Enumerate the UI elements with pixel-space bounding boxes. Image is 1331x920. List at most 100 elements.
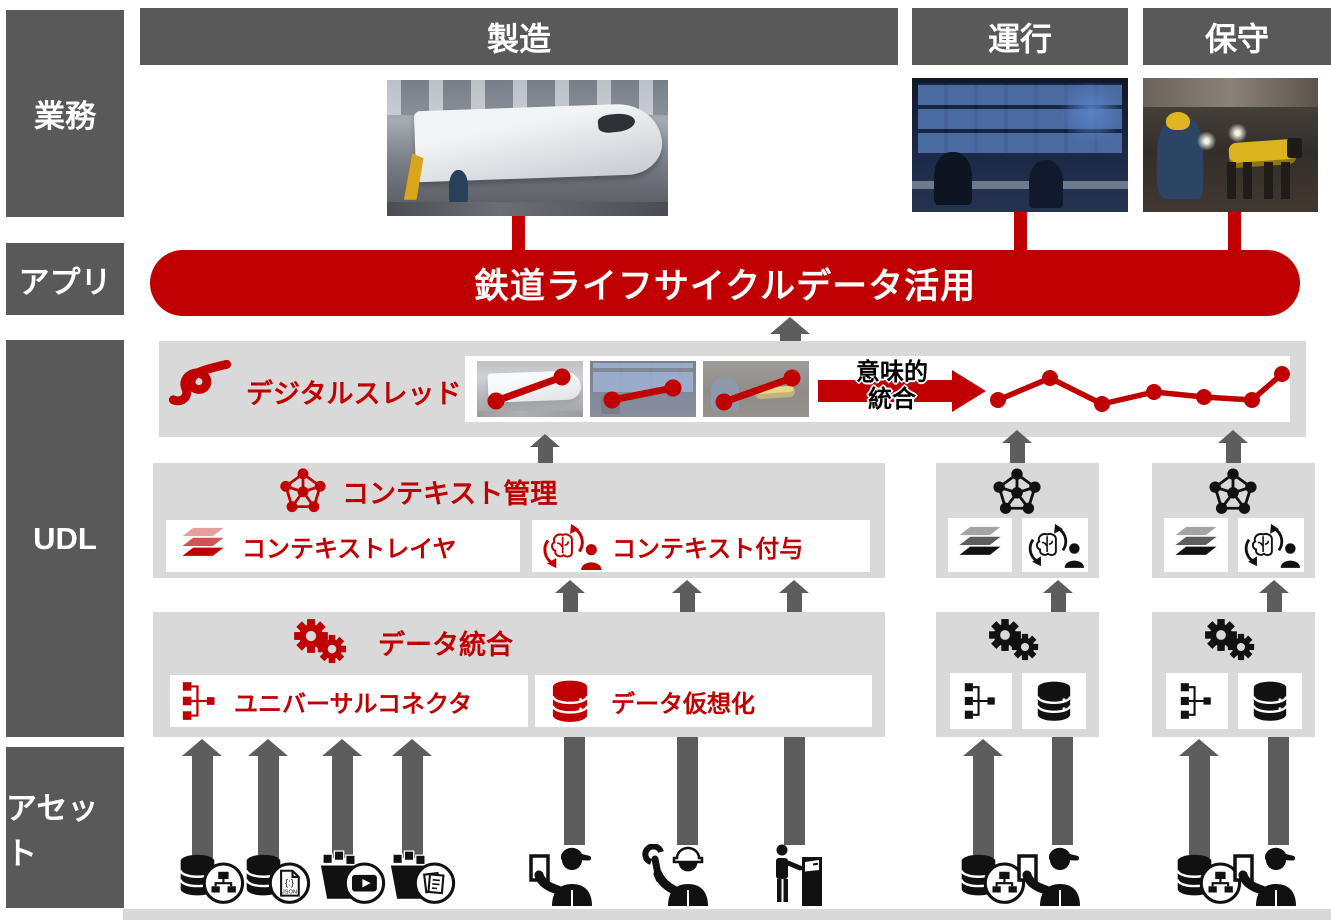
document-datalake-asset-icon — [380, 850, 464, 906]
thread-thumb-manufacturing — [477, 361, 583, 417]
up-bar-person — [1052, 737, 1073, 845]
yellow-helmet — [1165, 111, 1191, 131]
header-operation: 運行 — [912, 8, 1128, 65]
context-management-title: コンテキスト管理 — [278, 466, 557, 516]
operator-desk — [912, 181, 1128, 190]
maintenance-context-assign-box — [1238, 518, 1304, 572]
context-layers-icon — [1173, 525, 1219, 565]
up-arrow-asset — [1179, 739, 1219, 858]
operator-silhouette — [1028, 159, 1064, 208]
thread-link-overlay — [715, 369, 801, 411]
operation-context-layer-box — [948, 518, 1012, 572]
robot-leg — [1242, 162, 1252, 199]
up-arrow-maintenance-integration-to-context — [1259, 580, 1289, 612]
row-label-asset: アセット — [6, 747, 124, 908]
worker-with-tablet-icon — [1005, 844, 1101, 906]
robot-leg — [1263, 162, 1273, 199]
data-virtualization-label: データ仮想化 — [611, 690, 755, 718]
robot-light — [1227, 123, 1248, 143]
worker-with-wrench-icon — [633, 844, 729, 906]
up-arrow-operation-to-thread — [1002, 430, 1032, 463]
control-room-photo — [912, 78, 1128, 212]
context-layer-box: コンテキストレイヤ — [166, 520, 520, 572]
gears-icon — [988, 618, 1048, 668]
digital-thread-label: デジタルスレッド — [246, 379, 462, 409]
connector-stem-maintenance — [1228, 212, 1241, 252]
factory-floor — [387, 202, 668, 216]
context-network-graph-icon — [278, 466, 328, 516]
universal-connector-icon — [182, 680, 218, 722]
thread-thumb-maintenance — [703, 361, 809, 417]
app-bar: 鉄道ライフサイクルデータ活用 — [150, 250, 1300, 316]
row-label-app: アプリ — [6, 243, 124, 315]
data-virtualization-box: データ仮想化 — [535, 675, 872, 727]
context-network-graph-icon — [991, 466, 1043, 518]
robot-light — [1195, 131, 1217, 151]
robot-dog-head — [1286, 138, 1303, 159]
context-layer-label: コンテキストレイヤ — [242, 535, 457, 563]
universal-connector-icon — [1180, 681, 1214, 721]
up-arrow-integration-to-context — [779, 580, 809, 612]
brain-cycle-person-icon — [1242, 522, 1300, 568]
semantic-integration-label: 意味的 統合 — [856, 359, 928, 413]
up-bar-person — [1268, 737, 1289, 845]
up-arrow-integration-to-context — [555, 580, 585, 612]
operator-at-kiosk-icon — [763, 843, 833, 907]
data-virtualization-database-icon — [1036, 680, 1072, 722]
robot-inspection-photo — [1143, 78, 1318, 212]
robot-leg — [1281, 162, 1290, 199]
universal-connector-label: ユニバーサルコネクタ — [234, 690, 473, 718]
universal-connector-box: ユニバーサルコネクタ — [170, 675, 528, 727]
context-assign-box: コンテキスト付与 — [532, 520, 870, 572]
up-bar-person — [677, 737, 698, 845]
maintenance-connector-box — [1166, 673, 1228, 729]
maintenance-context-layer-box — [1164, 518, 1228, 572]
header-maintenance: 保守 — [1143, 8, 1331, 65]
connector-stem-operation — [1014, 212, 1027, 252]
up-arrow-asset — [322, 739, 362, 858]
app-bar-label: 鉄道ライフサイクルデータ活用 — [473, 266, 977, 306]
up-arrow-asset — [392, 739, 432, 858]
connector-stem-manufacturing — [512, 216, 525, 251]
worker-with-tablet-icon — [517, 844, 613, 906]
data-integration-title: データ統合 — [378, 630, 513, 660]
row-label-udl: UDL — [6, 340, 124, 737]
steel-beam — [1143, 78, 1318, 108]
up-arrow-maintenance-to-thread — [1218, 430, 1248, 463]
row-label-business: 業務 — [6, 10, 124, 217]
thread-link-overlay — [603, 379, 682, 409]
train-assembly-photo — [387, 80, 668, 216]
gears-icon — [1204, 618, 1264, 668]
up-bar-person — [564, 737, 585, 845]
worker-with-tablet-icon — [1221, 844, 1317, 906]
robot-leg — [1227, 162, 1236, 199]
json-database-asset-icon — [236, 850, 320, 906]
trend-chart — [990, 366, 1290, 412]
worker-silhouette — [448, 169, 469, 206]
universal-connector-icon — [964, 681, 998, 721]
up-arrow-operation-integration-to-context — [1043, 580, 1073, 612]
context-network-graph-icon — [1207, 466, 1259, 518]
header-manufacturing: 製造 — [140, 8, 898, 65]
bottom-strip — [123, 909, 1331, 920]
operation-virtualization-box — [1022, 673, 1086, 729]
semantic-integration-arrow — [818, 370, 986, 412]
operation-context-assign-box — [1022, 518, 1088, 572]
operation-connector-box — [950, 673, 1012, 729]
up-bar-person — [784, 737, 805, 845]
gears-icon — [293, 618, 355, 670]
thread-thumb-operation — [590, 361, 696, 417]
up-arrow-asset — [248, 739, 288, 858]
up-arrow-asset — [963, 739, 1003, 858]
up-arrow-integration-to-context — [672, 580, 702, 612]
data-virtualization-database-icon — [551, 679, 589, 723]
brain-cycle-person-icon — [540, 522, 602, 570]
operator-silhouette — [933, 151, 973, 206]
context-layers-icon — [957, 525, 1003, 565]
up-arrow-asset — [182, 739, 222, 858]
brain-cycle-person-icon — [1026, 522, 1084, 568]
up-arrow-context-to-thread — [530, 434, 560, 463]
data-virtualization-database-icon — [1252, 680, 1288, 722]
thread-link-overlay — [487, 368, 571, 410]
